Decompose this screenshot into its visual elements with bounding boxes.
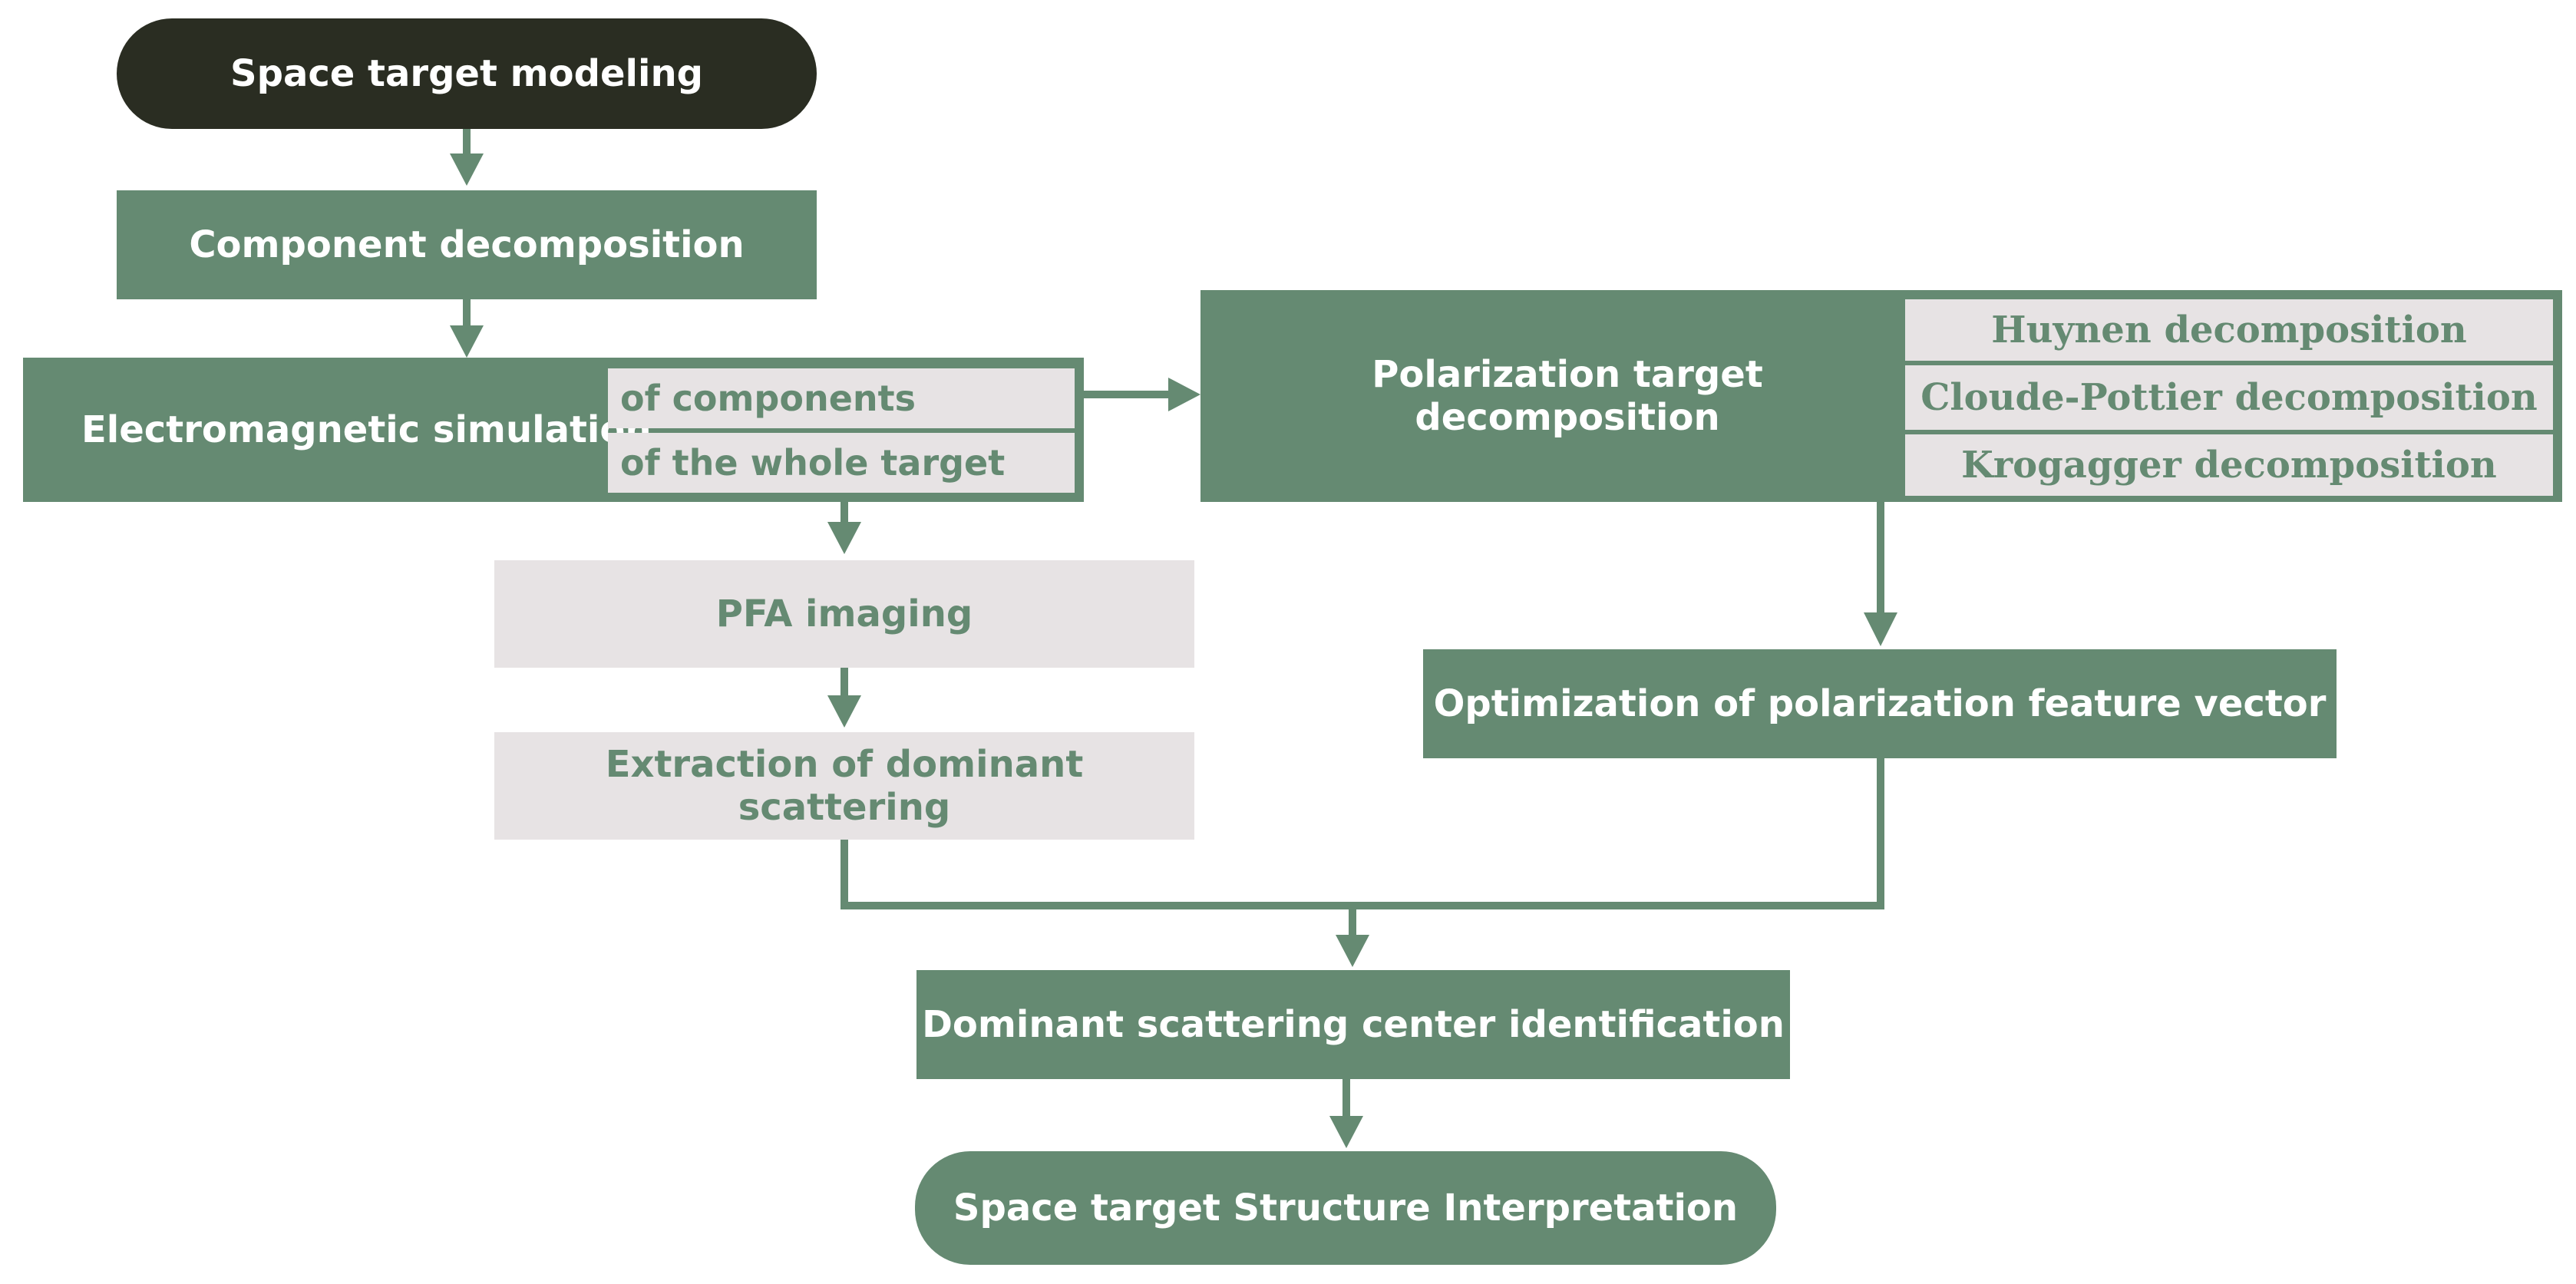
merge-line [841,758,1884,909]
arrowhead-identification-to-interpretation [1329,1116,1363,1148]
node-structure-interpretation-label: Space target Structure Interpretation [953,1187,1739,1230]
node-electromagnetic-simulation-label: Electromagnetic simulation [81,408,652,451]
node-optimization-feature-vector-label: Optimization of polarization feature vec… [1433,682,2327,725]
node-optimization-feature-vector: Optimization of polarization feature vec… [1423,649,2337,758]
node-extraction-dominant-scattering: Extraction of dominant scattering [494,732,1194,840]
node-polarization-target-decomposition-label: Polarization target decomposition [1372,353,1763,439]
method-huynen: Huynen decomposition [1905,299,2553,361]
method-huynen-label: Huynen decomposition [1991,309,2467,352]
em-option-components-label: of components [620,378,916,419]
arrowhead-polarization-to-optimization [1864,612,1897,646]
node-dominant-center-identification-label: Dominant scattering center identificatio… [922,1003,1785,1046]
arrowhead-pfa-to-extraction [827,695,861,728]
node-component-decomposition-label: Component decomposition [189,223,745,266]
node-space-target-modeling-label: Space target modeling [230,52,703,95]
em-option-whole-target-label: of the whole target [620,442,1006,484]
node-structure-interpretation: Space target Structure Interpretation [915,1151,1776,1265]
em-option-components: of components [608,368,1075,428]
node-component-decomposition: Component decomposition [117,190,817,299]
node-pfa-imaging-label: PFA imaging [715,592,973,635]
arrowhead-component-to-em [450,325,484,358]
node-electromagnetic-simulation: Electromagnetic simulation [23,358,1084,502]
arrowhead-em-to-polarization [1168,378,1200,411]
node-extraction-dominant-scattering-label: Extraction of dominant scattering [605,743,1084,829]
arrowhead-modeling-to-component [450,153,484,186]
method-krogagger: Krogagger decomposition [1905,434,2553,496]
method-cloude-pottier: Cloude-Pottier decomposition [1905,365,2553,430]
method-krogagger-label: Krogagger decomposition [1961,444,2497,487]
em-option-whole-target: of the whole target [608,433,1075,493]
node-dominant-center-identification: Dominant scattering center identificatio… [916,970,1790,1079]
arrowhead-merge-to-identification [1336,935,1369,967]
node-pfa-imaging: PFA imaging [494,560,1194,668]
arrowhead-em-to-pfa [827,522,861,554]
node-space-target-modeling: Space target modeling [117,18,817,129]
method-cloude-pottier-label: Cloude-Pottier decomposition [1920,376,2538,419]
